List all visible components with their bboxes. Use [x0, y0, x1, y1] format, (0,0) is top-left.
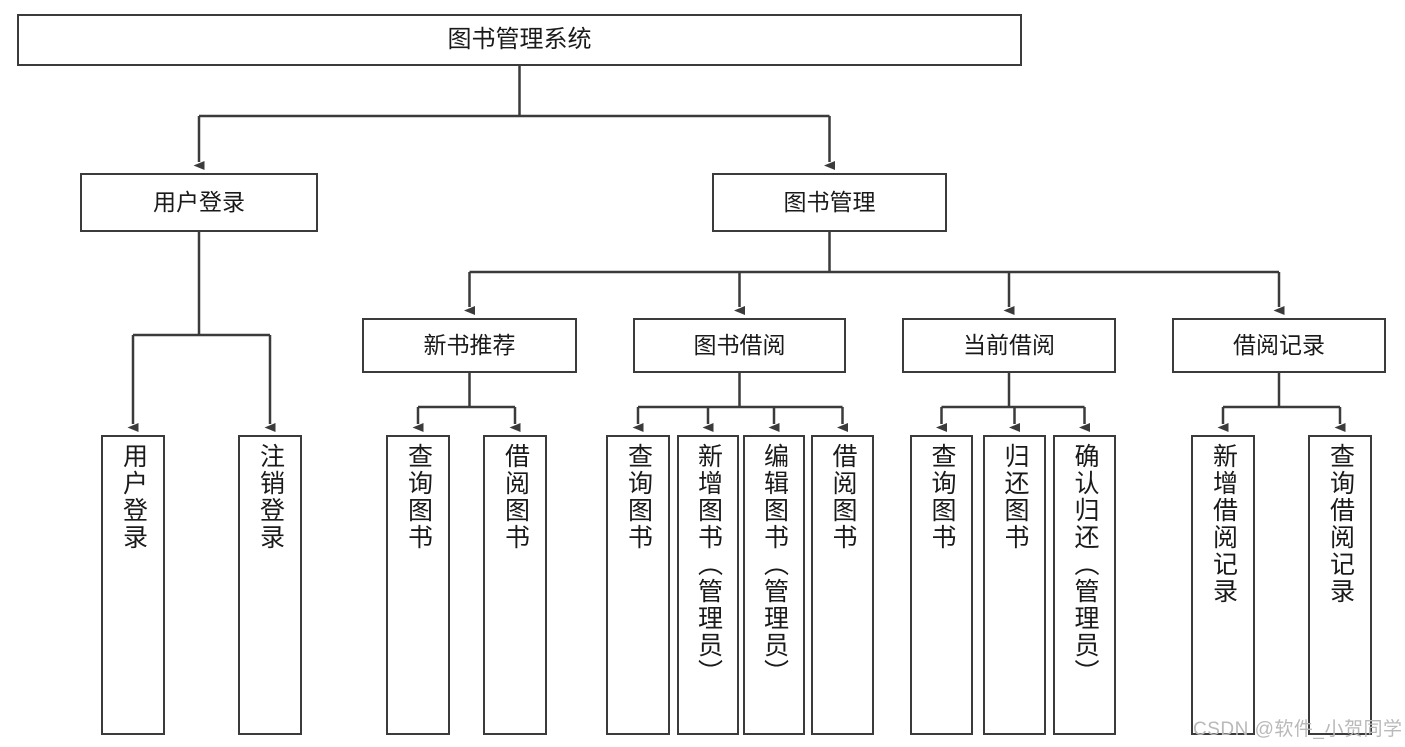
- node-label: 编辑图书（管理员）: [760, 443, 789, 686]
- node-label: 借阅记录: [1233, 332, 1325, 359]
- node-label: 新增借阅记录: [1209, 443, 1238, 605]
- node-label: 注销登录: [256, 443, 285, 551]
- node-label: 图书管理: [783, 189, 876, 216]
- node-label: 用户登录: [119, 443, 148, 551]
- node-leaf-edit-book-admin[interactable]: 编辑图书（管理员）: [743, 435, 805, 735]
- node-leaf-user-login[interactable]: 用户登录: [101, 435, 165, 735]
- node-label: 用户登录: [153, 189, 245, 216]
- node-current-borrow[interactable]: 当前借阅: [902, 318, 1116, 373]
- node-leaf-add-borrow-record[interactable]: 新增借阅记录: [1191, 435, 1255, 735]
- node-leaf-query-borrow-record[interactable]: 查询借阅记录: [1308, 435, 1372, 735]
- node-label: 图书管理系统: [447, 26, 592, 53]
- node-label: 图书借阅: [693, 332, 786, 359]
- node-label: 查询借阅记录: [1326, 443, 1355, 605]
- node-label: 借阅图书: [501, 443, 530, 551]
- node-leaf-confirm-return-admin[interactable]: 确认归还（管理员）: [1053, 435, 1116, 735]
- node-label: 当前借阅: [963, 332, 1055, 359]
- node-leaf-query-book-rec[interactable]: 查询图书: [386, 435, 450, 735]
- node-book-borrow[interactable]: 图书借阅: [633, 318, 846, 373]
- node-borrow-record[interactable]: 借阅记录: [1172, 318, 1386, 373]
- node-leaf-user-logout[interactable]: 注销登录: [238, 435, 302, 735]
- watermark: CSDN @软件_小贺同学: [1193, 719, 1403, 740]
- node-leaf-add-book-admin[interactable]: 新增图书（管理员）: [677, 435, 739, 735]
- node-label: 新增图书（管理员）: [694, 443, 723, 686]
- node-leaf-query-book-borrow[interactable]: 查询图书: [606, 435, 670, 735]
- node-leaf-borrow-book[interactable]: 借阅图书: [811, 435, 874, 735]
- node-book-manage[interactable]: 图书管理: [712, 173, 947, 232]
- node-label: 查询图书: [404, 443, 433, 551]
- node-leaf-return-book[interactable]: 归还图书: [983, 435, 1046, 735]
- node-new-book-recommend[interactable]: 新书推荐: [362, 318, 577, 373]
- node-label: 查询图书: [624, 443, 653, 551]
- node-label: 查询图书: [928, 443, 956, 551]
- node-label: 确认归还（管理员）: [1071, 443, 1099, 686]
- node-root[interactable]: 图书管理系统: [17, 14, 1022, 66]
- node-user-login[interactable]: 用户登录: [80, 173, 318, 232]
- node-label: 归还图书: [1001, 443, 1029, 551]
- node-leaf-query-book-current[interactable]: 查询图书: [910, 435, 973, 735]
- node-leaf-borrow-book-rec[interactable]: 借阅图书: [483, 435, 547, 735]
- node-label: 新书推荐: [423, 332, 516, 359]
- node-label: 借阅图书: [829, 443, 857, 551]
